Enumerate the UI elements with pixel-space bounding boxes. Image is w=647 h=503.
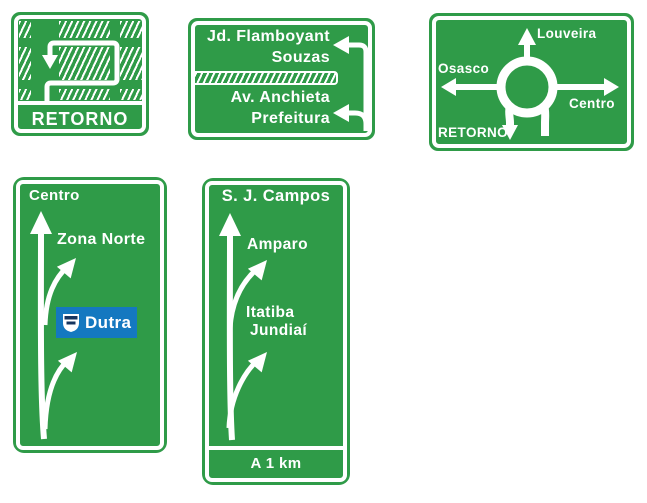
destination-label: Prefeitura [251,110,330,127]
sign-highway-fork: S. J. Campos Amparo Itatiba Jundiaí A 1 … [202,178,350,485]
exit-destination-label: Itatiba [246,304,295,321]
distance-label: A 1 km [250,455,302,472]
exit-destination-label: Zona Norte [57,231,146,248]
separator-line [14,101,146,105]
fork-arrows-icon [219,213,267,441]
exit-destination-label: Jundiaí [250,322,308,339]
city-block-hatch [120,89,142,100]
br-highway-shield-icon [63,313,79,332]
roundabout-diagram-icon [441,28,619,140]
roundabout-west-label: Osasco [438,61,490,76]
city-block-hatch [19,21,31,38]
roundabout-east-label: Centro [569,96,615,111]
dutra-highway-badge: Dutra [56,307,137,338]
sign-roundabout: Louveira Osasco Centro RETORNO [429,13,634,151]
city-block-hatch [59,21,110,38]
closed-lane-hatch-band [193,71,338,85]
roundabout-return-label: RETORNO [438,125,509,140]
destination-label: Jd. Flamboyant [207,28,330,45]
header-destination-label: S. J. Campos [221,187,331,205]
fork-arrows-icon [30,211,77,440]
u-turn-around-block-arrow-icon [42,40,120,102]
sign-retorno-block-map: RETORNO [11,12,149,136]
city-block-hatch [59,47,110,80]
separator-line [205,446,347,450]
city-block-hatch [59,89,110,100]
ahead-destination-label: Centro [29,187,80,204]
city-block-hatch [120,21,142,38]
sign-urban-fork: Centro Zona Norte Dutra [13,177,167,453]
exit-destination-label: Amparo [247,236,308,253]
badge-label: Dutra [85,312,132,332]
destination-label: Souzas [271,49,330,66]
left-exit-arrows-icon [333,36,369,131]
city-block-hatch [120,47,142,80]
city-block-hatch [19,89,31,100]
destination-label: Av. Anchieta [230,89,330,106]
roundabout-north-label: Louveira [537,26,597,41]
sign-lane-exits: Jd. Flamboyant Souzas Av. Anchieta Prefe… [188,18,375,140]
city-block-hatch [19,47,31,80]
retorno-label: RETORNO [31,109,129,129]
